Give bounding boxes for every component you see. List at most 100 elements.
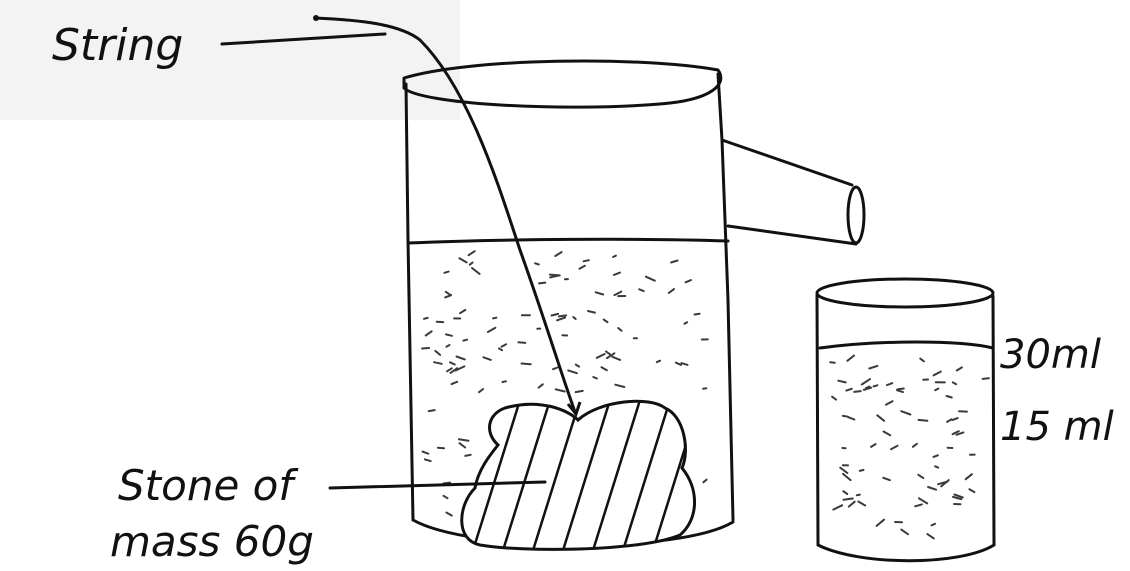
water-speckle [553,368,558,370]
water-speckle [844,499,853,500]
water-speckle [596,292,604,294]
cylinder-right-wall [993,296,994,545]
water-speckle [686,280,691,282]
water-speckle [518,342,525,343]
water-speckle [883,478,890,480]
water-speckle [840,468,847,473]
water-speckle [488,328,496,332]
water-speckle [639,289,644,291]
cylinder-left-wall [817,295,818,545]
water-speckle [539,384,543,387]
water-speckle [833,505,842,509]
water-speckle [602,367,607,370]
spout-top [722,140,852,185]
water-speckle [657,361,660,362]
water-speckle [857,495,860,496]
water-speckle [843,474,851,480]
label-15ml: 15 ml [1000,404,1114,450]
water-speckle [884,432,891,436]
water-speckle [860,470,864,471]
water-speckle [877,415,884,421]
water-speckle [897,389,903,390]
water-speckle [493,318,496,319]
water-speckle [969,489,974,492]
water-speckle [457,357,465,360]
water-speckle [559,315,566,316]
water-speckle [846,389,852,391]
water-speckle [671,261,677,263]
water-speckle [919,498,927,503]
can-left-wall [406,84,413,520]
water-speckle [934,455,938,457]
water-speckle [877,520,884,526]
water-speckle [535,263,539,264]
water-speckle [874,385,878,386]
water-speckle [426,331,432,335]
water-speckle [593,377,597,379]
water-speckle [459,439,469,441]
water-speckle [858,502,865,506]
water-speckle [588,311,595,313]
water-speckle [479,389,483,392]
water-speckle [935,389,938,391]
water-speckle [869,366,877,369]
water-speckle [463,340,467,341]
water-speckle [460,443,466,447]
water-speckle [957,367,962,370]
water-speckle [444,496,448,498]
water-speckle [556,389,565,391]
water-speckle [584,260,589,261]
water-speckle [886,401,893,405]
water-speckle [438,448,444,449]
water-speckle [499,348,502,350]
water-speckle [452,382,458,384]
water-speckle [934,372,941,376]
water-speckle [854,391,861,392]
water-speckle [947,396,952,398]
water-speckle [849,502,855,507]
cylinder-rim [817,279,993,307]
water-speckle [927,534,933,538]
water-speckle [935,466,938,467]
water-speckle [484,357,491,360]
water-speckle [470,263,473,265]
water-speckle [434,362,442,364]
water-speckle [424,318,428,319]
spout-bottom [728,226,856,244]
water-speckle [423,452,429,454]
water-speckle [952,418,957,420]
water-speckle [446,334,452,335]
water-speckle [444,272,448,273]
water-speckle [447,368,452,371]
water-speckle [684,322,687,324]
water-speckle [843,491,847,494]
water-speckle [646,277,655,281]
water-speckle [953,382,956,384]
water-speckle [576,365,579,367]
water-speckle [703,388,706,389]
water-speckle [614,292,621,296]
water-speckle [676,363,681,365]
water-speckle [915,504,922,506]
water-speckle [576,391,583,392]
water-speckle [913,444,917,447]
water-speckle [502,344,507,346]
water-speckle [848,417,854,419]
measuring-cylinder [817,279,994,561]
water-speckle [897,390,903,392]
water-speckle [681,363,687,365]
water-speckle [695,314,700,315]
water-speckle [918,475,923,478]
water-speckle [832,397,836,400]
can-water-surface [408,239,728,243]
stone [462,400,700,560]
water-speckle [469,251,475,255]
water-speckle [555,252,561,256]
water-speckle [614,273,620,275]
water-speckle [579,266,585,269]
water-speckle [669,289,674,293]
water-speckle [612,357,620,360]
water-speckle [435,351,440,355]
cylinder-water-surface [820,342,993,348]
water-speckle [920,359,924,362]
